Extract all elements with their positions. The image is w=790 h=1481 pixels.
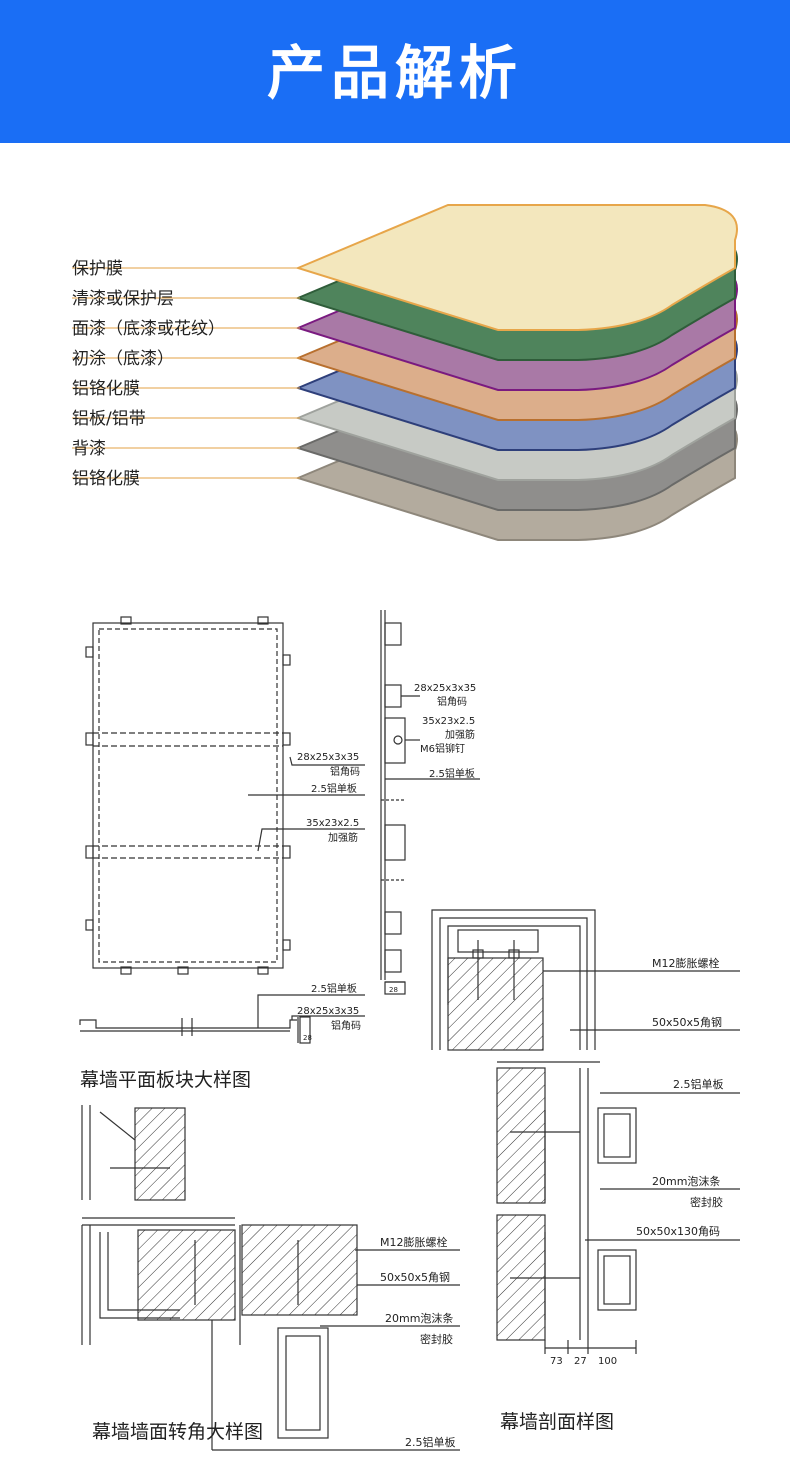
layer-label-2: 面漆（底漆或花纹）	[72, 319, 225, 339]
callout-side-rib-name: 加强筋	[445, 728, 475, 741]
panel-plan-drawing	[85, 616, 365, 975]
callout-rib-size: 35x23x2.5	[306, 818, 359, 829]
callout-corner-panel: 2.5铝单板	[405, 1435, 456, 1449]
corner-drawing	[81, 1105, 460, 1451]
bottom-section-drawing	[79, 994, 365, 1044]
layer-label-6: 背漆	[72, 439, 106, 459]
callout-side-rib-size: 35x23x2.5	[422, 716, 475, 727]
section-top-callouts: M12膨胀螺栓 50x50x5角钢	[652, 956, 722, 1029]
panel-plan-title: 幕墙平面板块大样图	[80, 1069, 251, 1091]
callout-section-foam: 20mm泡沫条	[652, 1174, 720, 1188]
layer-label-1: 清漆或保护层	[72, 289, 174, 309]
section-top-drawing	[431, 909, 740, 1051]
callout-section-sealant: 密封胶	[690, 1195, 723, 1209]
layer-label-7: 铝铬化膜	[72, 469, 140, 489]
dimension-73: 73	[550, 1356, 563, 1367]
callout-side-panel: 2.5铝单板	[429, 767, 475, 780]
corner-callouts: M12膨胀螺栓 50x50x5角钢 20mm泡沫条 密封胶 2.5铝单板	[380, 1235, 456, 1449]
layer-sheet-0	[295, 204, 738, 331]
callout-corner-steel: 50x50x5角钢	[380, 1271, 450, 1284]
side-section-drawing	[380, 610, 480, 995]
dimension-100: 100	[598, 1356, 617, 1367]
section-callouts: 2.5铝单板 20mm泡沫条 密封胶 50x50x130角码 73 27 100	[550, 1077, 724, 1367]
callout-rib-name: 加强筋	[328, 831, 358, 844]
section-drawing	[496, 1061, 740, 1354]
callout-corner-bolt: M12膨胀螺栓	[380, 1235, 448, 1249]
page-title: 产品解析	[266, 39, 523, 107]
side-section-callouts: 28x25x3x35 铝角码 35x23x2.5 加强筋 M6铝铆钉 2.5铝单…	[389, 683, 476, 994]
bottom-section-callouts: 2.5铝单板 28x25x3x35 铝角码 28	[297, 982, 361, 1042]
callout-section-panel: 2.5铝单板	[673, 1077, 724, 1091]
section-title: 幕墙剖面样图	[500, 1411, 614, 1433]
callout-section-angle-code: 50x50x130角码	[636, 1225, 720, 1238]
layer-label-0: 保护膜	[72, 259, 123, 279]
callout-single-panel: 2.5铝单板	[311, 782, 357, 795]
dimension-27: 27	[574, 1356, 587, 1367]
callout-corner-foam: 20mm泡沫条	[385, 1311, 453, 1325]
corner-title: 幕墙墙面转角大样图	[92, 1421, 263, 1443]
callout-bottom-code-name: 铝角码	[331, 1020, 361, 1032]
callout-corner-sealant: 密封胶	[420, 1332, 453, 1346]
callout-angle-code: 28x25x3x35	[297, 752, 359, 763]
callout-side-angle-code: 28x25x3x35	[414, 683, 476, 694]
callout-steel: 50x50x5角钢	[652, 1016, 722, 1029]
layer-label-5: 铝板/铝带	[72, 409, 146, 429]
header-banner: 产品解析	[0, 0, 790, 143]
dimension-28: 28	[389, 986, 398, 994]
layer-label-3: 初涂（底漆）	[72, 349, 174, 369]
layer-label-4: 铝铬化膜	[72, 379, 140, 399]
callout-side-angle-name: 铝角码	[437, 696, 467, 708]
callout-bottom-code: 28x25x3x35	[297, 1006, 359, 1017]
callout-bolt: M12膨胀螺栓	[652, 956, 720, 970]
callout-angle-code-name: 铝角码	[330, 766, 360, 778]
dimension-28b: 28	[303, 1034, 312, 1042]
callout-bottom-panel: 2.5铝单板	[311, 982, 357, 995]
panel-plan-callouts: 28x25x3x35 铝角码 2.5铝单板 35x23x2.5 加强筋	[297, 752, 360, 844]
callout-side-rivet: M6铝铆钉	[420, 742, 465, 755]
